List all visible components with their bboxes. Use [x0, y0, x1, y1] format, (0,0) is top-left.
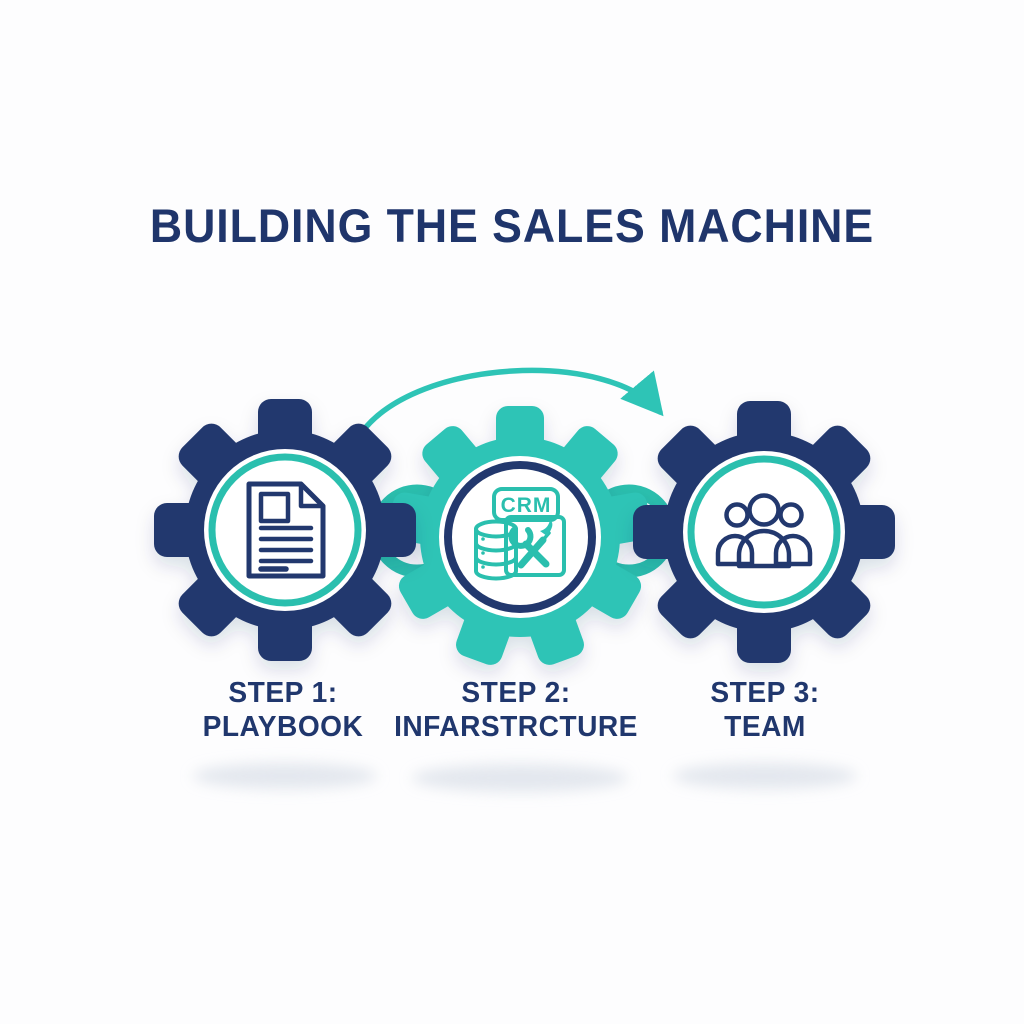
step-2-title: STEP 2: — [461, 677, 571, 709]
step-1-title: STEP 1: — [228, 677, 338, 709]
floor-shadows — [193, 763, 857, 792]
step-1-subtitle: PLAYBOOK — [202, 711, 364, 744]
step-3-subtitle: TEAM — [724, 711, 806, 744]
step-3-title: STEP 3: — [710, 677, 820, 709]
team-icon — [715, 493, 813, 569]
document-icon — [246, 481, 326, 579]
crm-badge-label: CRM — [501, 494, 552, 517]
gear-step-2: CRM — [386, 406, 654, 669]
crm-tools-icon: CRM — [474, 487, 566, 581]
step-2-subtitle: INFARSTRCTURE — [394, 711, 638, 744]
step-3-label: STEP 3: TEAM — [620, 676, 911, 744]
gear-step-1 — [154, 399, 416, 661]
gear-step-3 — [633, 401, 895, 663]
process-arrow-icon — [359, 367, 664, 435]
step-1-label: STEP 1: PLAYBOOK — [138, 676, 429, 744]
step-2-label: STEP 2: INFARSTRCTURE — [371, 676, 662, 744]
page-title: BUILDING THE SALES MACHINE — [149, 199, 875, 252]
